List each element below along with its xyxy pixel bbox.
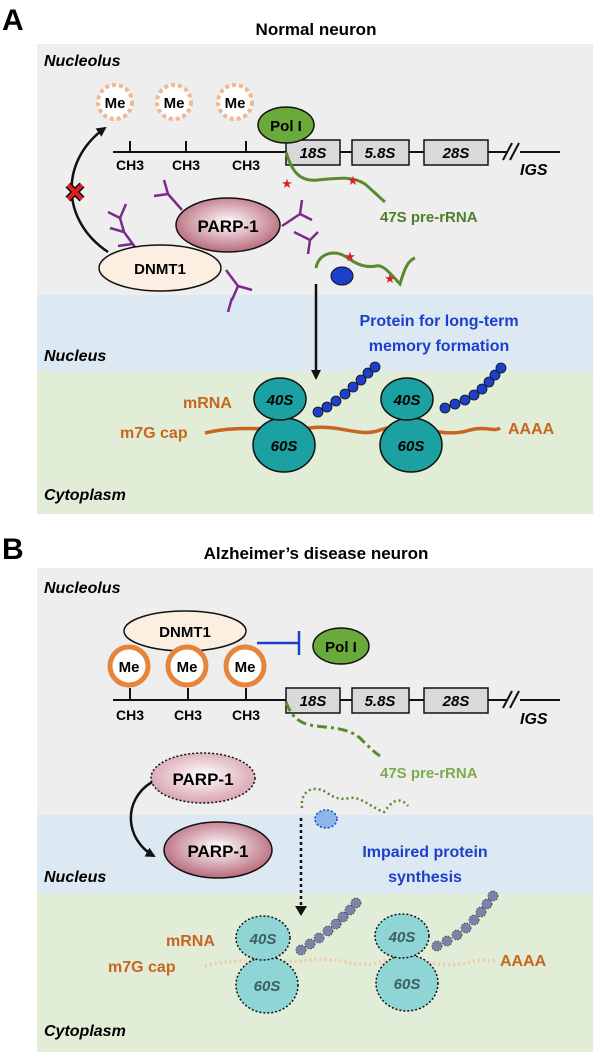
parp1-label: PARP-1 bbox=[187, 842, 248, 861]
ribosome-label: 40S bbox=[388, 929, 416, 946]
panel-a-pre-rrna-label: 47S pre-rRNA bbox=[380, 209, 478, 226]
ribosome-label: 60S bbox=[394, 976, 421, 993]
ch3-label: CH3 bbox=[232, 157, 260, 173]
panel-b-nucleus-region bbox=[37, 815, 593, 894]
me-label: Me bbox=[235, 659, 256, 676]
panel-a-star: ★ bbox=[384, 271, 396, 286]
panel-a-ribosome-2: 40S 60S bbox=[379, 377, 443, 473]
igs-label: IGS bbox=[520, 162, 548, 179]
panel-a-pre-rrna-strand bbox=[284, 151, 386, 204]
parp1-label: PARP-1 bbox=[172, 770, 233, 789]
gene-label: 5.8S bbox=[365, 145, 396, 162]
ch3-label: CH3 bbox=[116, 157, 144, 173]
me-label: Me bbox=[119, 659, 140, 676]
ch3-label: CH3 bbox=[232, 707, 260, 723]
parp1-label: PARP-1 bbox=[197, 217, 258, 236]
ribosome-label: 40S bbox=[249, 931, 277, 948]
panel-b-nucleus-label: Nucleus bbox=[44, 869, 106, 886]
dnmt1-label: DNMT1 bbox=[159, 624, 211, 641]
panel-a-peptide-chain-1 bbox=[312, 361, 381, 418]
gene-label: 18S bbox=[300, 145, 327, 162]
gene-label: 28S bbox=[442, 145, 470, 162]
me-label: Me bbox=[164, 95, 185, 112]
panel-a-protein-text-2: memory formation bbox=[369, 338, 509, 355]
gene-box-18s bbox=[285, 139, 341, 166]
gene-box-5-8s bbox=[351, 687, 410, 714]
panel-a-processed-rrna bbox=[314, 251, 416, 287]
gene-box-18s bbox=[285, 687, 341, 714]
panel-a-ribosome-1: 40S 60S bbox=[252, 377, 316, 473]
panel-a-letter: A bbox=[2, 4, 24, 37]
gene-box-5-8s bbox=[351, 139, 410, 166]
panel-a-aaaa-label: AAAA bbox=[508, 421, 555, 438]
panel-b-pre-rrna-label: 47S pre-rRNA bbox=[380, 765, 478, 782]
me-label: Me bbox=[225, 95, 246, 112]
gene-label: 28S bbox=[442, 693, 470, 710]
panel-b-parp1-bottom bbox=[163, 821, 273, 879]
panel-a-nucleus-label: Nucleus bbox=[44, 348, 106, 365]
panel-a-rdna: CH3 CH3 CH3 18S 5.8S 28S IGS bbox=[113, 139, 560, 179]
panel-b-nucleolus-label: Nucleolus bbox=[44, 580, 121, 597]
panel-a-nucleolus-label: Nucleolus bbox=[44, 53, 121, 70]
panel-a-dnmt1 bbox=[98, 244, 222, 292]
gene-box-28s bbox=[423, 687, 489, 714]
panel-b-inhibition-line bbox=[257, 631, 301, 655]
ribosome-label: 60S bbox=[254, 978, 281, 995]
me-label: Me bbox=[177, 659, 198, 676]
panel-a-block-x-icon bbox=[65, 182, 85, 202]
me-label: Me bbox=[105, 95, 126, 112]
ch3-label: CH3 bbox=[172, 157, 200, 173]
panel-a-mrna-label: mRNA bbox=[183, 395, 232, 412]
panel-b-pol1 bbox=[312, 627, 370, 665]
panel-b-letter: B bbox=[2, 533, 24, 566]
panel-b-ribosome-1: 40S 60S bbox=[235, 915, 299, 1014]
panel-b-pre-rrna-strand bbox=[284, 701, 381, 758]
panel-b-m7g-label: m7G cap bbox=[108, 959, 176, 976]
panel-a-cytoplasm-label: Cytoplasm bbox=[44, 487, 126, 504]
panel-a-par-chains bbox=[107, 179, 319, 313]
panel-b-protein-blob bbox=[314, 809, 338, 829]
gene-box-28s bbox=[423, 139, 489, 166]
pol1-label: Pol I bbox=[270, 118, 302, 135]
ch3-label: CH3 bbox=[116, 707, 144, 723]
panel-a-protein-text-1: Protein for long-term bbox=[359, 313, 518, 330]
ribosome-label: 40S bbox=[266, 392, 294, 409]
ribosome-label: 60S bbox=[398, 438, 425, 455]
panel-a-me-marks: Me Me Me bbox=[96, 83, 254, 121]
panel-b-peptide-chain-2 bbox=[431, 890, 499, 952]
panel-b-peptide-chain-1 bbox=[295, 897, 362, 956]
panel-a-m7g-label: m7G cap bbox=[120, 425, 188, 442]
panel-a-star: ★ bbox=[281, 176, 293, 191]
panel-b-arrowhead bbox=[295, 906, 307, 916]
panel-a-title: Normal neuron bbox=[256, 20, 377, 39]
panel-b-processed-rrna bbox=[300, 787, 409, 814]
panel-b-me-marks: Me Me Me bbox=[107, 644, 267, 688]
panel-b-title: Alzheimer’s disease neuron bbox=[204, 544, 429, 563]
panel-b-parp1-top bbox=[150, 752, 256, 804]
panel-a-star: ★ bbox=[347, 173, 359, 188]
ribosome-label: 40S bbox=[393, 392, 421, 409]
gene-label: 18S bbox=[300, 693, 327, 710]
panel-b-impaired-text-2: synthesis bbox=[388, 869, 462, 886]
gene-label: 5.8S bbox=[365, 693, 396, 710]
panel-a-star: ★ bbox=[344, 249, 356, 264]
panel-b-parp-arrow bbox=[129, 780, 156, 858]
ribosome-label: 60S bbox=[271, 438, 298, 455]
panel-b-aaaa-label: AAAA bbox=[500, 953, 547, 970]
panel-b-cytoplasm-region bbox=[37, 894, 593, 1052]
igs-label: IGS bbox=[520, 711, 548, 728]
dnmt1-label: DNMT1 bbox=[134, 261, 186, 278]
ch3-label: CH3 bbox=[174, 707, 202, 723]
panel-a-parp1 bbox=[175, 197, 281, 253]
panel-b-impaired-text-1: Impaired protein bbox=[362, 844, 487, 861]
panel-b-mrna-label: mRNA bbox=[166, 933, 215, 950]
pol1-label: Pol I bbox=[325, 639, 357, 656]
panel-b-rdna: CH3 CH3 CH3 18S 5.8S 28S IGS bbox=[113, 687, 560, 728]
panel-a-peptide-chain-2 bbox=[439, 362, 507, 414]
panel-b-ribosome-2: 40S 60S bbox=[374, 913, 439, 1012]
panel-a-protein-blob bbox=[330, 266, 354, 286]
panel-a-pol1 bbox=[257, 106, 315, 144]
panel-b-cytoplasm-label: Cytoplasm bbox=[44, 1023, 126, 1040]
